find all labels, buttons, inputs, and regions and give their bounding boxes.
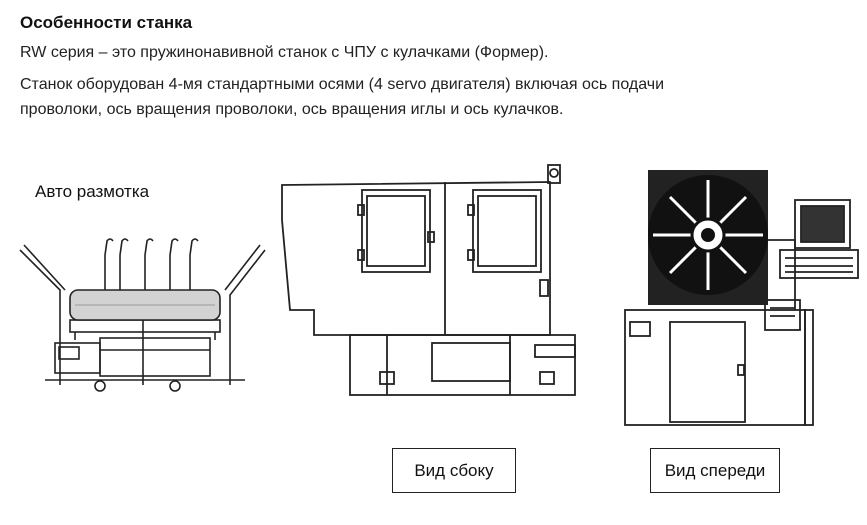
description-line-2: Станок оборудован 4-мя стандартными осям… [20,76,665,93]
side-view-drawing [281,164,576,396]
description-line-3: проволоки, ось вращения проволоки, ось в… [20,101,564,118]
section-heading: Особенности станка [20,13,193,32]
side-view-caption: Вид сбоку [392,448,516,493]
front-view-drawing [624,170,859,426]
unwinder-label: Авто размотка [35,182,150,201]
front-view-caption: Вид спереди [650,448,780,493]
auto-unwinder-drawing [19,238,266,392]
description-line-1: RW серия – это пружинонавивной станок с … [20,44,549,61]
